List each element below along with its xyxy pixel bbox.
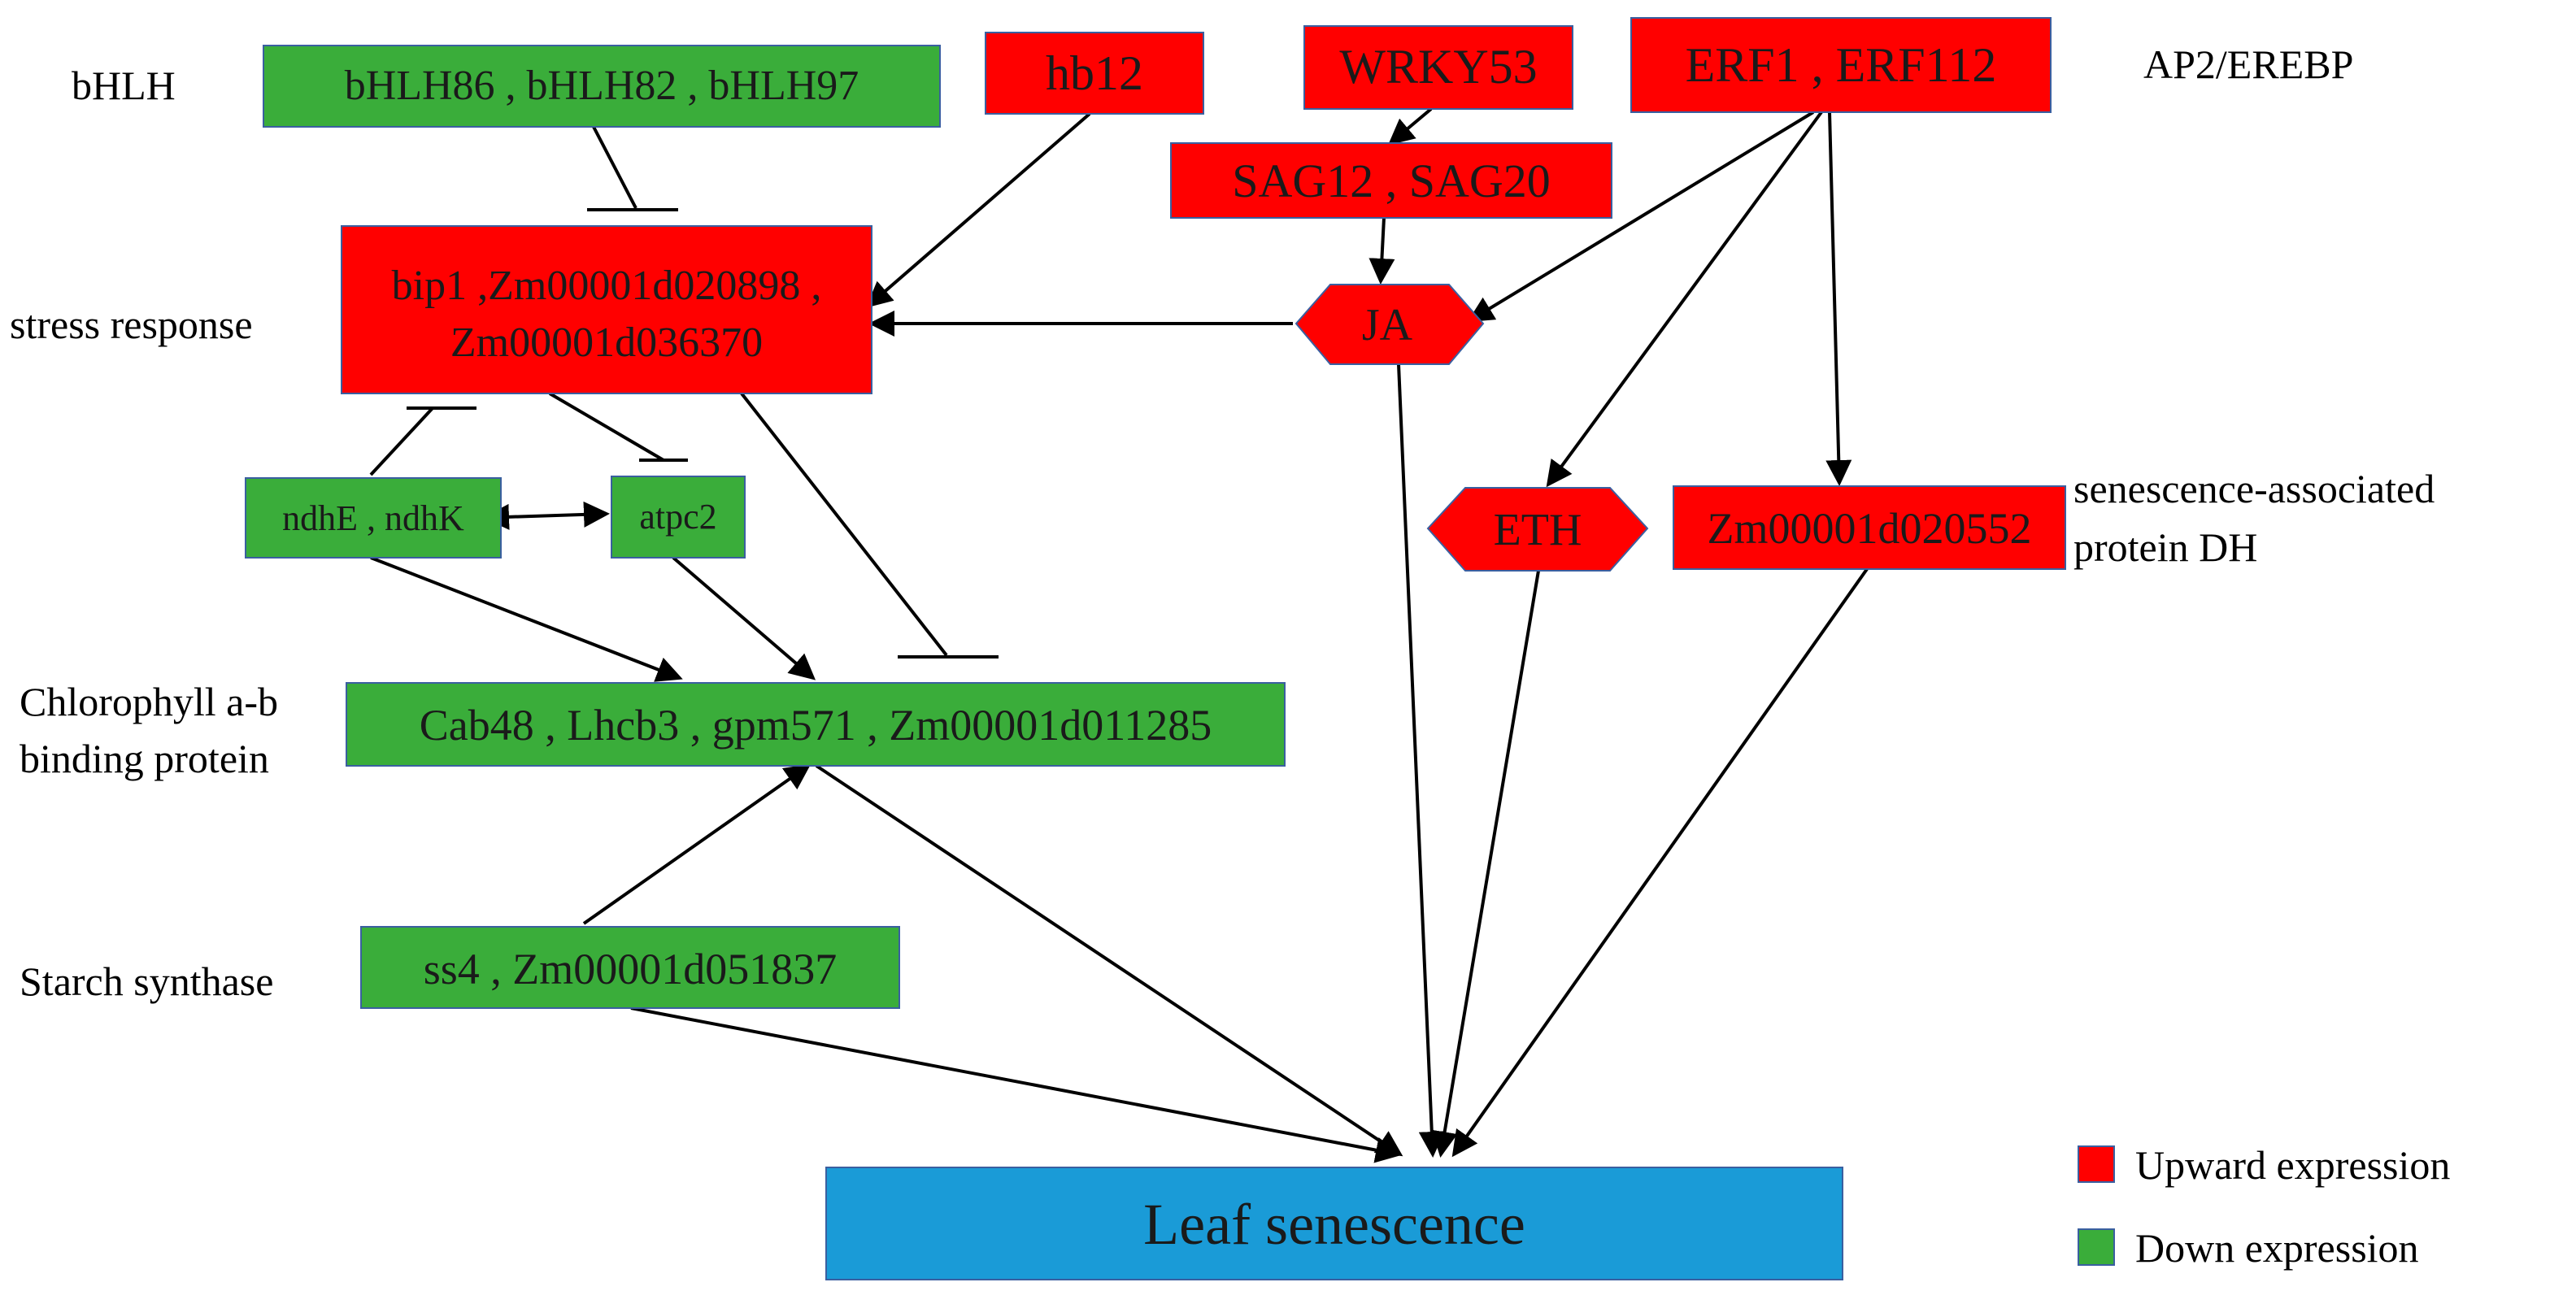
node-ndh: ndhE , ndhK	[245, 477, 502, 559]
node-sag: SAG12 , SAG20	[1170, 142, 1612, 219]
svg-text:Zm00001d036370: Zm00001d036370	[450, 319, 763, 366]
edge-atpc2-to-cab	[672, 556, 816, 680]
edge-eth-to-leaf	[1431, 570, 1540, 1158]
svg-text:Cab48 , Lhcb3 , gpm571 , Zm000: Cab48 , Lhcb3 , gpm571 , Zm00001d011285	[420, 701, 1212, 750]
edge-ndh-atpc2	[483, 501, 610, 530]
node-atpc2: atpc2	[611, 476, 746, 559]
edge-hb12-to-stress	[865, 112, 1091, 308]
svg-text:ndhE , ndhK: ndhE , ndhK	[282, 498, 464, 538]
edge-stress-inhibits-ndh	[369, 406, 434, 476]
node-dh-gene: Zm00001d020552	[1673, 485, 2066, 570]
svg-text:hb12: hb12	[1046, 46, 1143, 100]
svg-text:bip1 ,Zm00001d020898 ,: bip1 ,Zm00001d020898 ,	[392, 263, 822, 309]
nodes: bHLH86 , bHLH82 , bHLH97 hb12 WRKY53 ERF…	[245, 17, 2066, 1280]
node-bhlh-genes: bHLH86 , bHLH82 , bHLH97	[263, 45, 941, 128]
legend-swatch-up	[2078, 1145, 2115, 1183]
legend-label-down: Down expression	[2135, 1225, 2419, 1271]
edge-dh-to-leaf	[1451, 567, 1869, 1158]
label-chlorophyll: Chlorophyll a-b	[20, 679, 278, 724]
node-stress-response-genes: bip1 ,Zm00001d020898 , Zm00001d036370	[341, 225, 872, 394]
label-stress-response: stress response	[10, 302, 253, 347]
node-erf: ERF1 , ERF112	[1630, 17, 2052, 113]
svg-text:bHLH86 , bHLH82 , bHLH97: bHLH86 , bHLH82 , bHLH97	[345, 63, 859, 109]
legend: Upward expression Down expression	[2078, 1142, 2450, 1271]
label-bhlh: bHLH	[72, 63, 176, 108]
label-protein-dh: protein DH	[2073, 524, 2257, 570]
node-eth: ETH	[1426, 487, 1649, 572]
category-labels: bHLH AP2/EREBP stress response senescenc…	[10, 41, 2435, 1004]
svg-text:Leaf senescence: Leaf senescence	[1143, 1192, 1525, 1257]
svg-text:JA: JA	[1362, 300, 1413, 350]
svg-text:ss4 , Zm00001d051837: ss4 , Zm00001d051837	[424, 945, 838, 993]
edge-ss4-to-cab	[582, 763, 812, 925]
edge-wrky53-to-sag	[1387, 107, 1433, 146]
label-senescence-associated: senescence-associated	[2073, 466, 2435, 511]
node-cab: Cab48 , Lhcb3 , gpm571 , Zm00001d011285	[346, 682, 1286, 767]
edge-cab-to-leaf	[815, 764, 1403, 1157]
svg-text:ETH: ETH	[1494, 505, 1582, 555]
legend-swatch-down	[2078, 1228, 2115, 1266]
edge-stress-inhibits-atpc2	[548, 392, 665, 462]
node-hb12: hb12	[985, 32, 1204, 115]
node-leaf-senescence: Leaf senescence	[825, 1167, 1843, 1280]
label-binding-protein: binding protein	[20, 736, 269, 781]
edge-stress-inhibits-cab	[740, 392, 948, 657]
edge-sag-to-ja	[1368, 217, 1395, 285]
edge-ja-to-leaf	[1397, 363, 1445, 1158]
edge-erf-to-eth	[1546, 111, 1823, 488]
edges	[369, 107, 1869, 1163]
edge-ss4-to-leaf	[630, 1006, 1402, 1163]
svg-text:atpc2: atpc2	[639, 497, 716, 537]
svg-text:ERF1 , ERF112: ERF1 , ERF112	[1686, 38, 1997, 92]
label-ap2-erebp: AP2/EREBP	[2143, 41, 2353, 87]
edge-erf-to-dh	[1825, 111, 1852, 486]
label-starch-synthase: Starch synthase	[20, 958, 273, 1004]
legend-label-up: Upward expression	[2135, 1142, 2450, 1188]
edge-erf-to-ja	[1467, 111, 1815, 323]
svg-text:WRKY53: WRKY53	[1339, 40, 1537, 93]
node-ja: JA	[1295, 284, 1485, 365]
edge-ndh-to-cab	[370, 556, 683, 682]
node-ss4: ss4 , Zm00001d051837	[360, 926, 900, 1009]
edge-bhlh-inhibits-stress	[592, 126, 637, 209]
svg-text:Zm00001d020552: Zm00001d020552	[1708, 504, 2032, 553]
node-wrky53: WRKY53	[1303, 25, 1573, 110]
svg-text:SAG12 , SAG20: SAG12 , SAG20	[1232, 154, 1551, 207]
